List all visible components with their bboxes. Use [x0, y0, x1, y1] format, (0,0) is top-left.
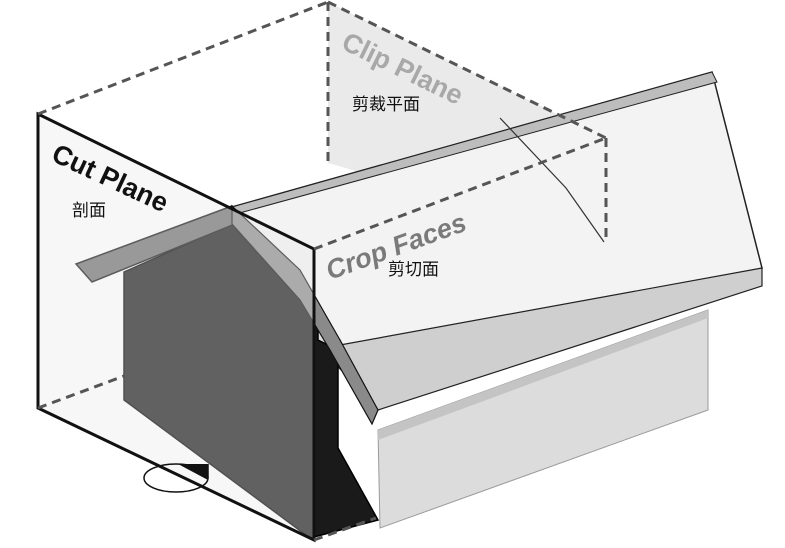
- house-side-wall-shade: [378, 310, 708, 440]
- cut-plane-label-zh: 剖面: [72, 201, 106, 221]
- section-marker-arrow: [178, 464, 208, 480]
- clip-plane-label-zh: 剪裁平面: [352, 95, 420, 115]
- crop-faces-label-zh: 剪切面: [388, 260, 439, 280]
- roof-crop-edge: [499, 117, 605, 243]
- crop-box-dashed-edges: [37, 0, 608, 542]
